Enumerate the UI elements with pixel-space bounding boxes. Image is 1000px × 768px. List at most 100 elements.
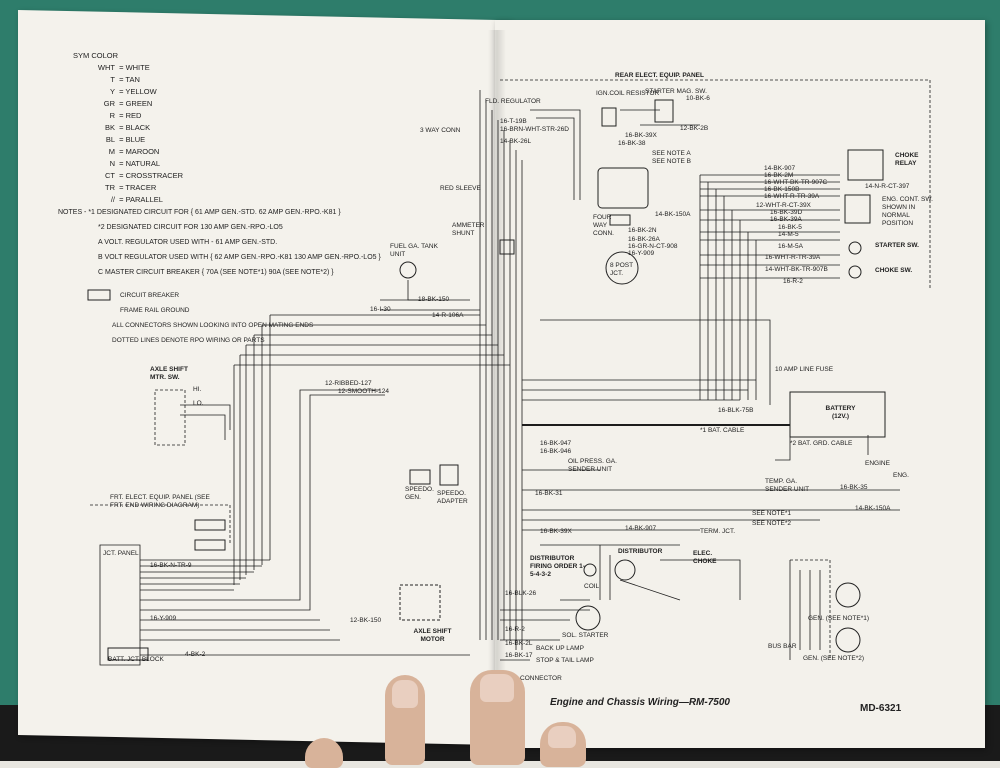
notes-block: NOTES - *1 DESIGNATED CIRCUIT FOR { 61 A… [58,205,381,280]
wire-label: 14-BK-26L [500,138,532,145]
legend-row: BL = BLUE [105,135,146,144]
wire-label: 16-BK-39X [540,528,572,535]
label-term-jct: TERM. JCT. [700,528,736,535]
legend-row: TR = TRACER [105,183,157,192]
wire-label: 12-RIBBED-127 [325,380,372,387]
wire-label: 16-R-2 [505,626,525,633]
label-fld-regulator: FLD. REGULATOR [485,98,541,105]
wire-label: 16-WHT-R-TR-39A [765,254,821,261]
wire-label: 14-BK-150A [655,211,691,218]
label-distributor: DISTRIBUTOR [618,548,663,555]
wire-label: 14-BK-150A [855,505,891,512]
label-choke-relay: CHOKE RELAY [895,152,919,167]
wire-label: 12-BK-150 [350,617,382,624]
wire-label: 16-GR-N-CT-908 [628,243,678,250]
label-eng-cont-sw: ENG. CONT. SW. SHOWN IN NORMAL POSITION [882,196,933,227]
wire-label: 16-BK-31 [535,490,563,497]
note-b: B VOLT REGULATOR USED WITH { 62 AMP GEN.… [98,254,381,261]
wire-label: 12-SMOOTH-124 [338,388,389,395]
label-backup-lamp: BACK UP LAMP [536,645,584,652]
wire-label: 16-WHT-R-TR-39A [764,193,820,200]
label-temp-ga: TEMP. GA. SENDER UNIT [765,478,810,493]
label-bat-grd-cable: *2 BAT. GRD. CABLE [790,440,853,447]
label-frt-panel: FRT. ELECT. EQUIP. PANEL (SEE FRT. END W… [110,494,210,509]
label-engine: ENGINE [865,460,890,467]
label-red-sleeve: RED SLEEVE [440,185,481,192]
fingernail [480,674,514,702]
legend-row: GR = GREEN [103,99,153,108]
wire-label: 16-BK-2L [505,640,533,647]
label-see-note-2: SEE NOTE*2 [752,520,792,527]
wire-label: 14-BK-907 [764,165,796,172]
wire-label: 16-M-5A [778,243,803,250]
label-ign-coil-resistor: IGN.COIL RESISTOR [596,90,660,97]
label-fuel-tank-unit: FUEL GA. TANK UNIT [390,243,438,258]
note-2: *2 DESIGNATED CIRCUIT FOR 130 AMP GEN.-R… [98,224,283,231]
label-rear-panel: REAR ELECT. EQUIP. PANEL [615,72,704,79]
wire-label: 10-BK-6 [686,95,710,102]
label-ammeter-shunt: AMMETER SHUNT [452,222,485,237]
symbol-frame-ground: FRAME RAIL GROUND [120,307,190,314]
wire-label: 16-T-19B [500,118,527,125]
wire-label: 16-BK-N-TR-9 [150,562,192,569]
label-speedo-gen: SPEEDO. GEN. [405,486,434,501]
wire-label: 16-Y-909 [628,250,655,257]
wire-label: 16-BK-39D [770,209,803,216]
wire-label: 12-WHT-R-CT-39X [756,202,811,209]
wire-label: 16-BK-38 [618,140,646,147]
note-c: C MASTER CIRCUIT BREAKER { 70A (SEE NOTE… [98,269,334,276]
wire-label: 16-Y-909 [150,615,177,622]
page-gutter [488,30,506,730]
wire-label: 16-BK-35 [840,484,868,491]
symbol-connectors: ALL CONNECTORS SHOWN LOOKING INTO OPEN M… [112,322,314,329]
label-connector: CONNECTOR [520,675,562,682]
label-post-jct: 8 POST JCT. [610,262,634,277]
label-stop-tail-lamp: STOP & TAIL LAMP [536,657,594,664]
note-1: NOTES - *1 DESIGNATED CIRCUIT FOR { 61 A… [58,209,341,216]
legend-row: CT = CROSSTRACER [105,171,184,180]
wire-label: 16-BRN-WHT-STR-26D [500,126,569,133]
wire-label: 16-BK-2N [628,227,657,234]
legend-row: M = MAROON [108,147,160,156]
wire-label: 14-R-106A [432,312,464,319]
legend-row: // = PARALLEL [110,195,163,204]
wire-label: 14-BK-907 [625,525,657,532]
legend-row: WHT = WHITE [97,63,150,72]
wire-label: 14-WHT-BK-TR-907B [765,266,828,273]
page-title: Engine and Chassis Wiring—RM-7500 [550,697,730,708]
legend-row: Y = YELLOW [109,87,157,96]
label-line-fuse: 10 AMP LINE FUSE [775,366,834,373]
wire-label: 16-BK-2M [764,172,794,179]
label-sol-starter: SOL. STARTER [562,632,609,639]
label-choke-sw: CHOKE SW. [875,267,913,274]
wire-label: 16-BK-26A [628,236,660,243]
label-four-way-conn: FOUR WAY CONN. [593,214,614,237]
label-see-note-ab: SEE NOTE A SEE NOTE B [652,150,692,165]
label-distributor-firing: DISTRIBUTOR FIRING ORDER 1-5-4-3-2 [530,555,585,578]
wire-label: 16-BK-150B [764,186,800,193]
fingernail [548,726,576,748]
legend-row: R = RED [109,111,142,120]
symbol-dotted: DOTTED LINES DENOTE RPO WIRING OR PARTS [112,337,265,344]
legend-heading: SYM COLOR [73,51,119,60]
finger [305,738,343,768]
wire-label: 16-BK-17 [505,652,533,659]
label-coil: COIL [584,583,600,590]
wire-label: 14-M-5 [778,231,799,238]
wire-label: 18-BK-150 [418,296,450,303]
label-bus-bar: BUS BAR [768,643,797,650]
wire-label: 16-BK-39A [770,216,802,223]
wire-label: 16-I-30 [370,306,391,313]
label-lo: LO. [193,400,204,407]
label-hi: HI. [193,386,202,393]
wire-label: 16-WHT-BK-TR-907C [764,179,828,186]
label-starter-mag-sw: STARTER MAG. SW. [645,88,707,95]
label-elec-choke: ELEC. CHOKE [693,550,717,565]
label-see-note-1: SEE NOTE*1 [752,510,792,517]
label-oil-press: OIL PRESS. GA. SENDER UNIT [568,458,617,473]
legend-row: BK = BLACK [104,123,151,132]
color-legend: SYM COLOR WHT = WHITE T = TAN Y = YELLOW… [45,50,305,206]
wire-label: 16-BK-946 [540,448,572,455]
label-batt-jct-block: BATT. JCT. BLOCK [108,656,164,663]
